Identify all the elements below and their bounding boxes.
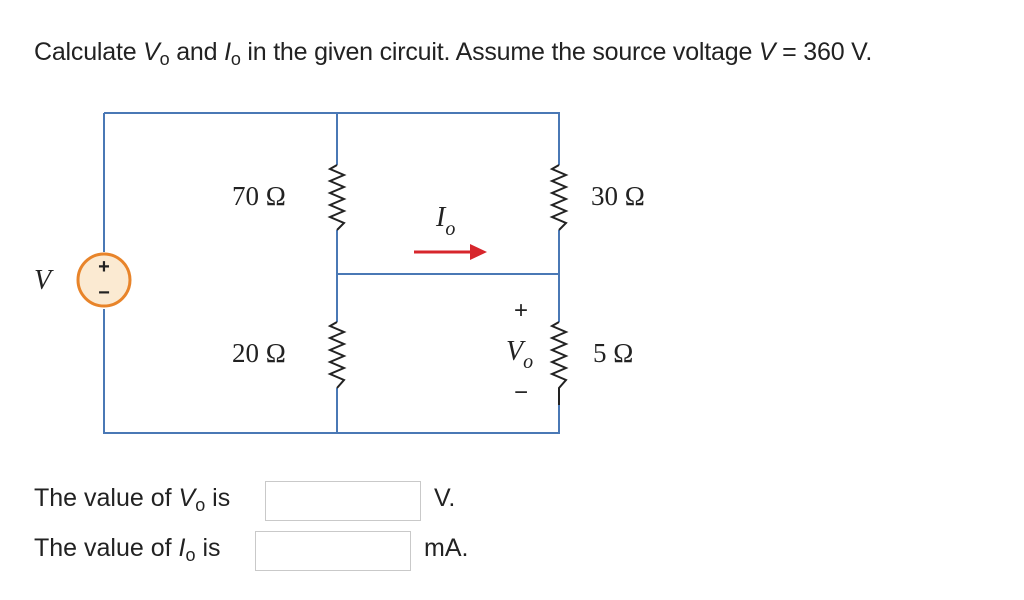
current-label: Io bbox=[435, 202, 455, 240]
resistor-30-zigzag bbox=[549, 164, 569, 231]
vo-answer-label: The value of Vo is bbox=[34, 484, 231, 515]
resistor-70-label: 70 Ω bbox=[232, 181, 286, 211]
io-answer-suffix: is bbox=[195, 534, 221, 562]
current-symbol: I bbox=[435, 202, 447, 233]
vo-plus: + bbox=[514, 297, 528, 324]
source-plus: + bbox=[98, 256, 110, 278]
source-label: V bbox=[34, 265, 54, 296]
vo-label: Vo bbox=[506, 336, 533, 373]
circuit-wires bbox=[103, 112, 560, 434]
question-rest: in the given circuit. Assume the source … bbox=[240, 38, 759, 66]
vo-answer-symbol: V bbox=[178, 484, 196, 512]
current-subscript: o bbox=[445, 218, 455, 240]
vo-symbol: V bbox=[143, 38, 160, 66]
resistor-20-zigzag bbox=[327, 321, 347, 389]
resistor-20-label: 20 Ω bbox=[232, 338, 286, 368]
source-minus: − bbox=[98, 282, 110, 304]
io-unit: mA. bbox=[424, 534, 469, 562]
resistor-5-label: 5 Ω bbox=[593, 338, 633, 368]
source-symbol: V bbox=[758, 38, 776, 66]
io-answer-subscript: o bbox=[185, 545, 196, 565]
vo-unit: V. bbox=[434, 484, 456, 512]
vo-minus: − bbox=[514, 379, 528, 406]
source-value: = 360 V. bbox=[775, 38, 873, 66]
resistor-70-zigzag bbox=[327, 164, 347, 231]
question-prefix: Calculate bbox=[34, 38, 144, 66]
vo-subscript: o bbox=[159, 49, 170, 69]
vo-answer-subscript: o bbox=[195, 495, 206, 515]
question-text: Calculate Vo and Io in the given circuit… bbox=[34, 38, 873, 69]
io-answer-input[interactable] bbox=[255, 531, 411, 571]
io-answer-symbol: I bbox=[178, 534, 186, 562]
vo-label-symbol: V bbox=[506, 336, 526, 367]
resistor-5-zigzag bbox=[549, 321, 569, 405]
io-symbol: I bbox=[224, 38, 231, 66]
question-and: and bbox=[169, 38, 225, 66]
resistor-30-label: 30 Ω bbox=[591, 181, 645, 211]
io-answer-label: The value of Io is bbox=[34, 534, 221, 565]
io-subscript: o bbox=[230, 49, 241, 69]
vo-answer-prefix: The value of bbox=[34, 484, 179, 512]
current-arrow bbox=[414, 244, 487, 260]
vo-label-subscript: o bbox=[523, 351, 533, 373]
voltage-source: + − bbox=[76, 252, 132, 308]
vo-answer-input[interactable] bbox=[265, 481, 421, 521]
io-answer-prefix: The value of bbox=[34, 534, 179, 562]
vo-answer-suffix: is bbox=[205, 484, 231, 512]
